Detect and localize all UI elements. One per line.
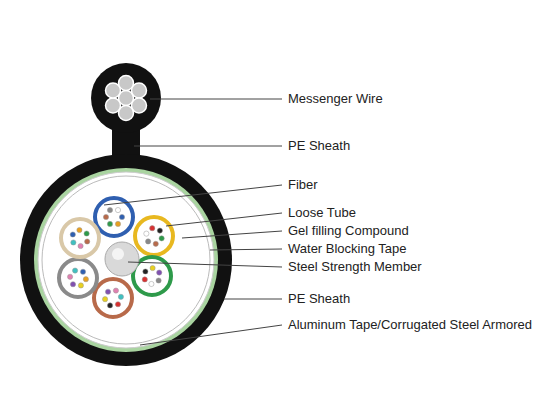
fiber [83, 277, 88, 282]
fiber [80, 269, 85, 274]
leader-lines [104, 99, 282, 345]
strand [131, 83, 146, 98]
fiber [115, 302, 120, 307]
gel-filling [42, 176, 210, 344]
fiber [143, 269, 148, 274]
fiber [149, 281, 154, 286]
water-blocking-tape [38, 172, 214, 348]
messenger-strands [106, 76, 147, 121]
steel-strength-member [105, 242, 139, 276]
fiber [115, 207, 120, 212]
fiber [156, 278, 161, 283]
fiber [146, 239, 151, 244]
fiber [150, 265, 155, 270]
fiber [70, 282, 75, 287]
fiber [71, 240, 76, 245]
fiber [77, 227, 82, 232]
part-label: Aluminum Tape/Corrugated Steel Armored [288, 317, 532, 333]
messenger-sheath [91, 63, 161, 133]
fiber [107, 303, 112, 308]
fiber [157, 270, 162, 275]
loose-tube [94, 279, 132, 317]
fiber [103, 214, 108, 219]
strand [106, 83, 121, 98]
strand [106, 98, 121, 113]
member-highlight [112, 248, 124, 260]
part-label: Gel filling Compound [288, 223, 409, 239]
fiber [70, 232, 75, 237]
fiber [78, 283, 83, 288]
loose-tubes [59, 198, 173, 317]
fiber [107, 221, 112, 226]
fiber [118, 294, 123, 299]
fiber [159, 236, 164, 241]
part-label: PE Sheath [288, 291, 350, 307]
fiber [102, 297, 107, 302]
part-label: Steel Strength Member [288, 259, 422, 275]
fiber [105, 289, 110, 294]
fiber [150, 226, 155, 231]
fiber [142, 277, 147, 282]
fiber [119, 214, 124, 219]
part-label: Loose Tube [288, 205, 356, 221]
fiber [67, 274, 72, 279]
outer-pe-sheath [20, 154, 232, 366]
fiber [157, 228, 162, 233]
fiber [113, 288, 118, 293]
fiber [73, 268, 78, 273]
loose-tube [59, 259, 97, 297]
fiber [144, 231, 149, 236]
fiber [153, 241, 158, 246]
loose-tube [135, 217, 173, 255]
fiber [78, 243, 83, 248]
fiber [115, 221, 120, 226]
part-label: Fiber [288, 177, 318, 193]
part-label: PE Sheath [288, 138, 350, 154]
part-label: Water Blocking Tape [288, 241, 407, 257]
fiber [84, 231, 89, 236]
loose-tube [61, 219, 99, 257]
fiber [85, 239, 90, 244]
part-label: Messenger Wire [288, 91, 383, 107]
fiber [107, 207, 112, 212]
